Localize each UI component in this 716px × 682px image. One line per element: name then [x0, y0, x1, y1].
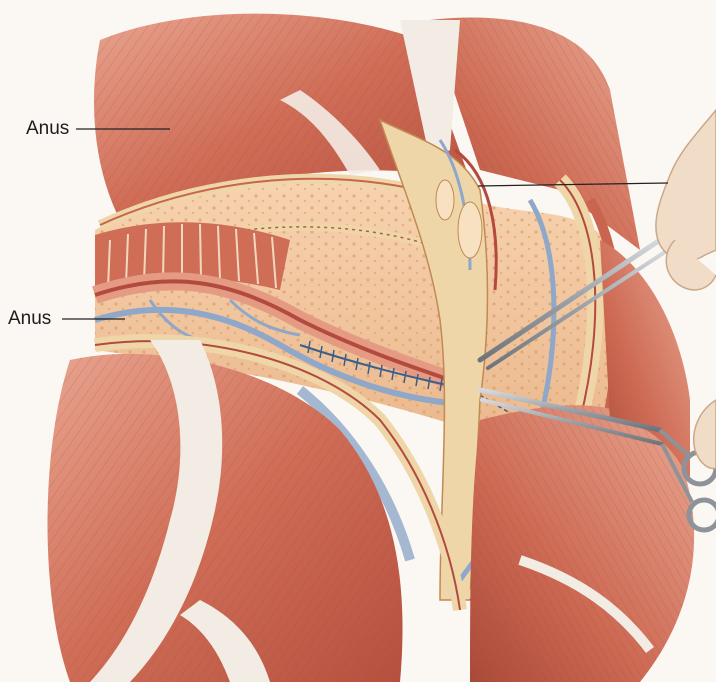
vein-branch: [94, 306, 471, 408]
label-anus-lower: Anus: [8, 308, 52, 329]
label-anus-upper: Anus: [26, 118, 70, 139]
striated-band: [95, 222, 290, 290]
label-leader-3: [477, 182, 669, 187]
hemostat-clamp-icon-lower: [477, 387, 716, 533]
central-tendon: [400, 20, 460, 160]
gloved-hand-icon: [655, 108, 716, 291]
left-tendon-band: [90, 340, 223, 682]
gloved-hand-icon-lower: [693, 399, 716, 470]
